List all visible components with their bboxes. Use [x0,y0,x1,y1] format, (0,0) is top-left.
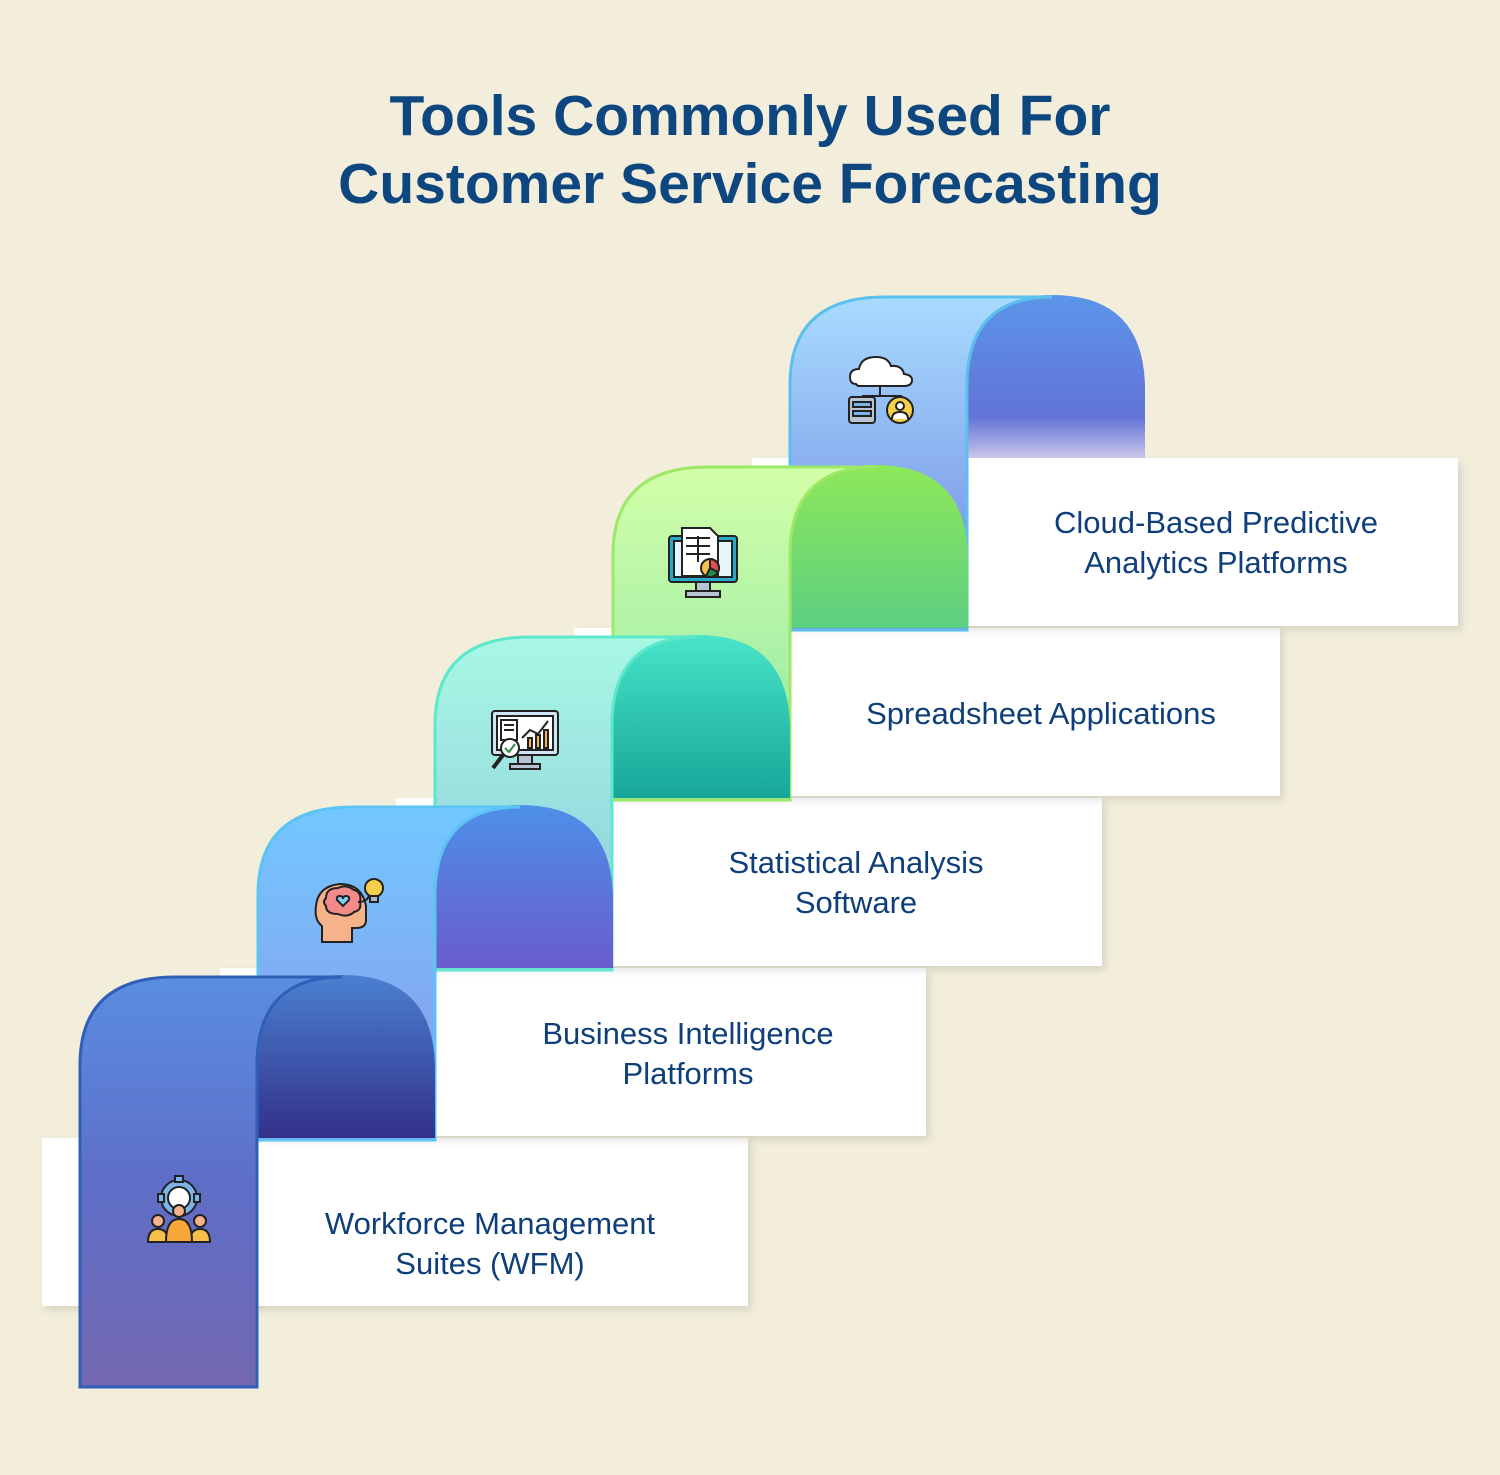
step-label-3: Statistical Analysis Software [626,843,1086,923]
step-label-1-line-1: Workforce Management [324,1206,656,1241]
step-label-1-line-2: Suites (WFM) [395,1246,585,1281]
step-label-1: Workforce Management Suites (WFM) [260,1204,720,1284]
data-analysis-monitor-icon [491,710,559,770]
step-label-3-line-1: Statistical Analysis [728,845,984,880]
step-label-2-line-2: Platforms [622,1056,754,1091]
step-label-4-line-1: Spreadsheet Applications [866,696,1216,731]
title-line-2: Customer Service Forecasting [338,152,1162,216]
step-label-2-line-1: Business Intelligence [542,1016,834,1051]
team-gear-icon [146,1175,212,1243]
step-label-5-line-1: Cloud-Based Predictive [1054,505,1378,540]
step-label-2: Business Intelligence Platforms [458,1014,918,1094]
step-fold-1 [78,975,435,1389]
spreadsheet-monitor-icon [668,527,738,598]
step-label-5: Cloud-Based Predictive Analytics Platfor… [986,503,1446,583]
title-line-1: Tools Commonly Used For [389,84,1111,148]
page-title: Tools Commonly Used For Customer Service… [0,82,1500,218]
step-label-3-line-2: Software [794,885,918,920]
brain-idea-icon [314,878,384,943]
step-label-5-line-2: Analytics Platforms [1084,545,1348,580]
step-label-4: Spreadsheet Applications [806,694,1276,734]
cloud-server-user-icon [848,355,914,424]
